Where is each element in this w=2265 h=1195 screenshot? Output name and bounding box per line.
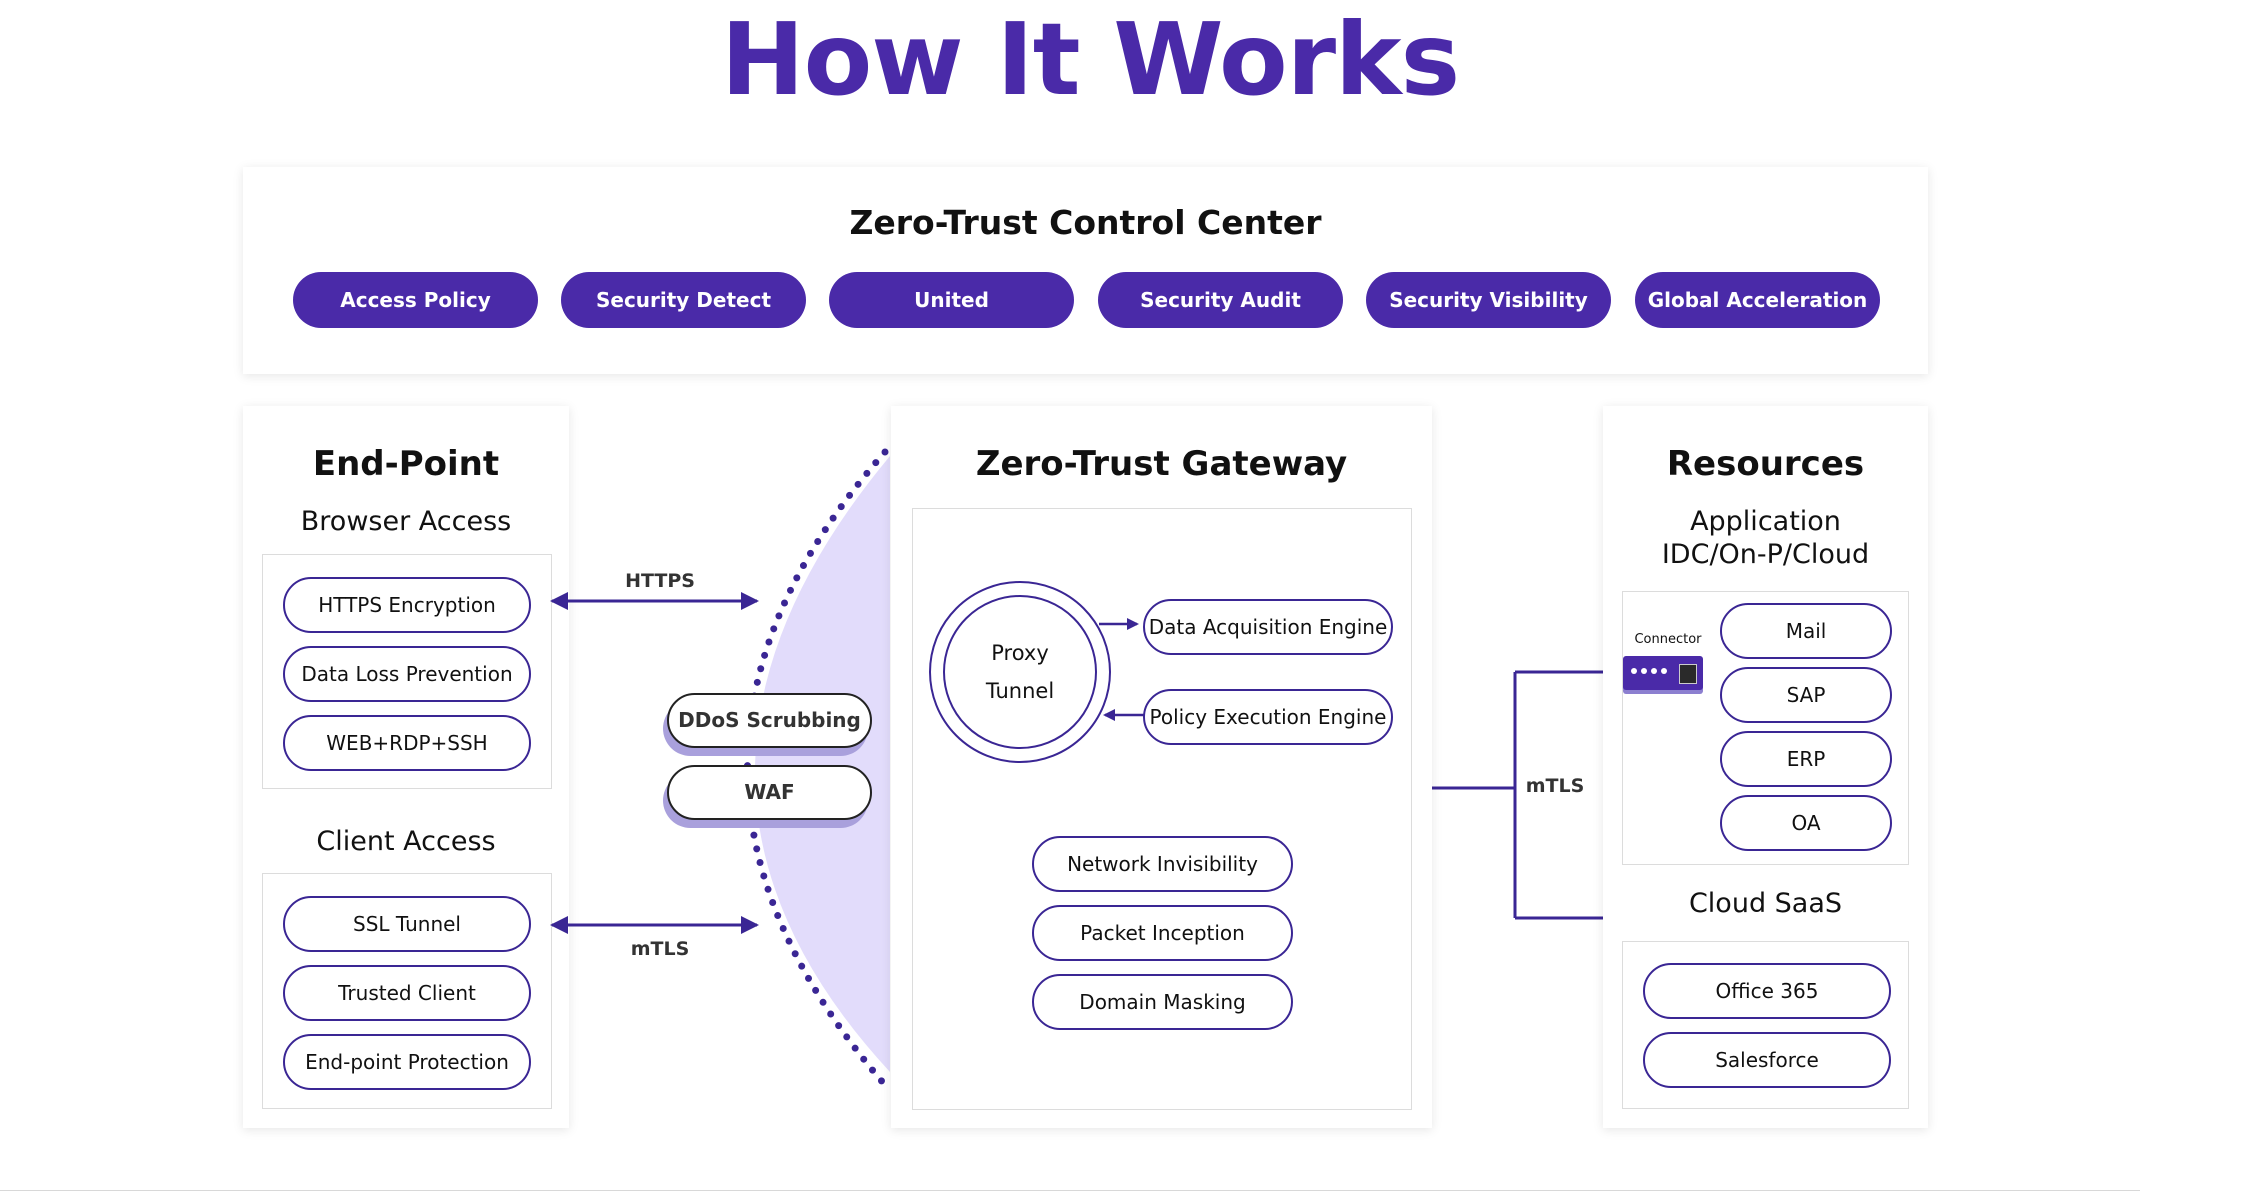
application-box: Connector Mail SAP ERP OA	[1622, 591, 1909, 865]
waf-pill[interactable]: WAF	[667, 765, 872, 820]
page-title: How It Works	[720, 1, 1460, 118]
cc-security-detect-button[interactable]: Security Detect	[561, 272, 806, 328]
ddos-scrubbing-pill[interactable]: DDoS Scrubbing	[667, 693, 872, 748]
ssl-tunnel-item[interactable]: SSL Tunnel	[283, 896, 531, 952]
gateway-card: Zero-Trust Gateway Proxy Tunnel Data Acq…	[891, 406, 1432, 1128]
proxy-tunnel-circle[interactable]: Proxy Tunnel	[943, 595, 1097, 749]
network-invisibility-item[interactable]: Network Invisibility	[1032, 836, 1293, 892]
proxy-label: Proxy	[991, 641, 1049, 665]
trusted-client-item[interactable]: Trusted Client	[283, 965, 531, 1021]
endpoint-card: End-Point Browser Access HTTPS Encryptio…	[243, 406, 569, 1128]
cloud-saas-title: Cloud SaaS	[1688, 888, 1843, 919]
application-title-line1: Application	[1690, 506, 1841, 537]
endpoint-protection-item[interactable]: End-point Protection	[283, 1034, 531, 1090]
app-sap-item[interactable]: SAP	[1720, 667, 1892, 723]
gateway-inner-box: Proxy Tunnel Data Acquisition Engine Pol…	[912, 508, 1412, 1110]
endpoint-title: End-Point	[312, 444, 500, 484]
data-acquisition-engine[interactable]: Data Acquisition Engine	[1143, 599, 1393, 655]
app-oa-item[interactable]: OA	[1720, 795, 1892, 851]
office-365-item[interactable]: Office 365	[1643, 963, 1891, 1019]
connector-device-icon	[1623, 656, 1703, 690]
cc-access-policy-button[interactable]: Access Policy	[293, 272, 538, 328]
app-mail-item[interactable]: Mail	[1720, 603, 1892, 659]
gateway-title: Zero-Trust Gateway	[975, 444, 1348, 484]
client-access-title: Client Access	[316, 826, 496, 857]
browser-access-box: HTTPS Encryption Data Loss Prevention WE…	[262, 554, 552, 789]
application-title-line2: IDC/On-P/Cloud	[1661, 539, 1870, 570]
cc-security-visibility-button[interactable]: Security Visibility	[1366, 272, 1611, 328]
engine-arrows	[1099, 618, 1145, 721]
proxy-tunnel-outer-ring	[929, 581, 1111, 763]
control-center-card: Zero-Trust Control Center Access Policy …	[243, 167, 1928, 374]
web-rdp-ssh-item[interactable]: WEB+RDP+SSH	[283, 715, 531, 771]
perimeter-arc-fill	[755, 456, 890, 1072]
cloud-saas-box: Office 365 Salesforce	[1622, 941, 1909, 1109]
packet-inception-item[interactable]: Packet Inception	[1032, 905, 1293, 961]
domain-masking-item[interactable]: Domain Masking	[1032, 974, 1293, 1030]
https-label: HTTPS	[625, 570, 695, 592]
data-loss-prevention-item[interactable]: Data Loss Prevention	[283, 646, 531, 702]
resources-card: Resources Application IDC/On-P/Cloud Con…	[1603, 406, 1928, 1128]
mtls-left-label: mTLS	[630, 938, 690, 960]
control-center-title: Zero-Trust Control Center	[849, 203, 1322, 242]
mtls-right-label: mTLS	[1525, 775, 1585, 797]
client-access-box: SSL Tunnel Trusted Client End-point Prot…	[262, 873, 552, 1109]
connector-label: Connector	[1634, 632, 1702, 647]
browser-access-title: Browser Access	[300, 506, 512, 537]
cc-security-audit-button[interactable]: Security Audit	[1098, 272, 1343, 328]
https-encryption-item[interactable]: HTTPS Encryption	[283, 577, 531, 633]
salesforce-item[interactable]: Salesforce	[1643, 1032, 1891, 1088]
cc-united-authentication-button[interactable]: United Authentication	[829, 272, 1074, 368]
cc-global-acceleration-button[interactable]: Global Acceleration	[1635, 272, 1880, 328]
resources-title: Resources	[1666, 444, 1865, 484]
app-erp-item[interactable]: ERP	[1720, 731, 1892, 787]
policy-execution-engine[interactable]: Policy Execution Engine	[1143, 689, 1393, 745]
tunnel-label: Tunnel	[985, 679, 1055, 703]
bottom-divider	[0, 1190, 2140, 1191]
